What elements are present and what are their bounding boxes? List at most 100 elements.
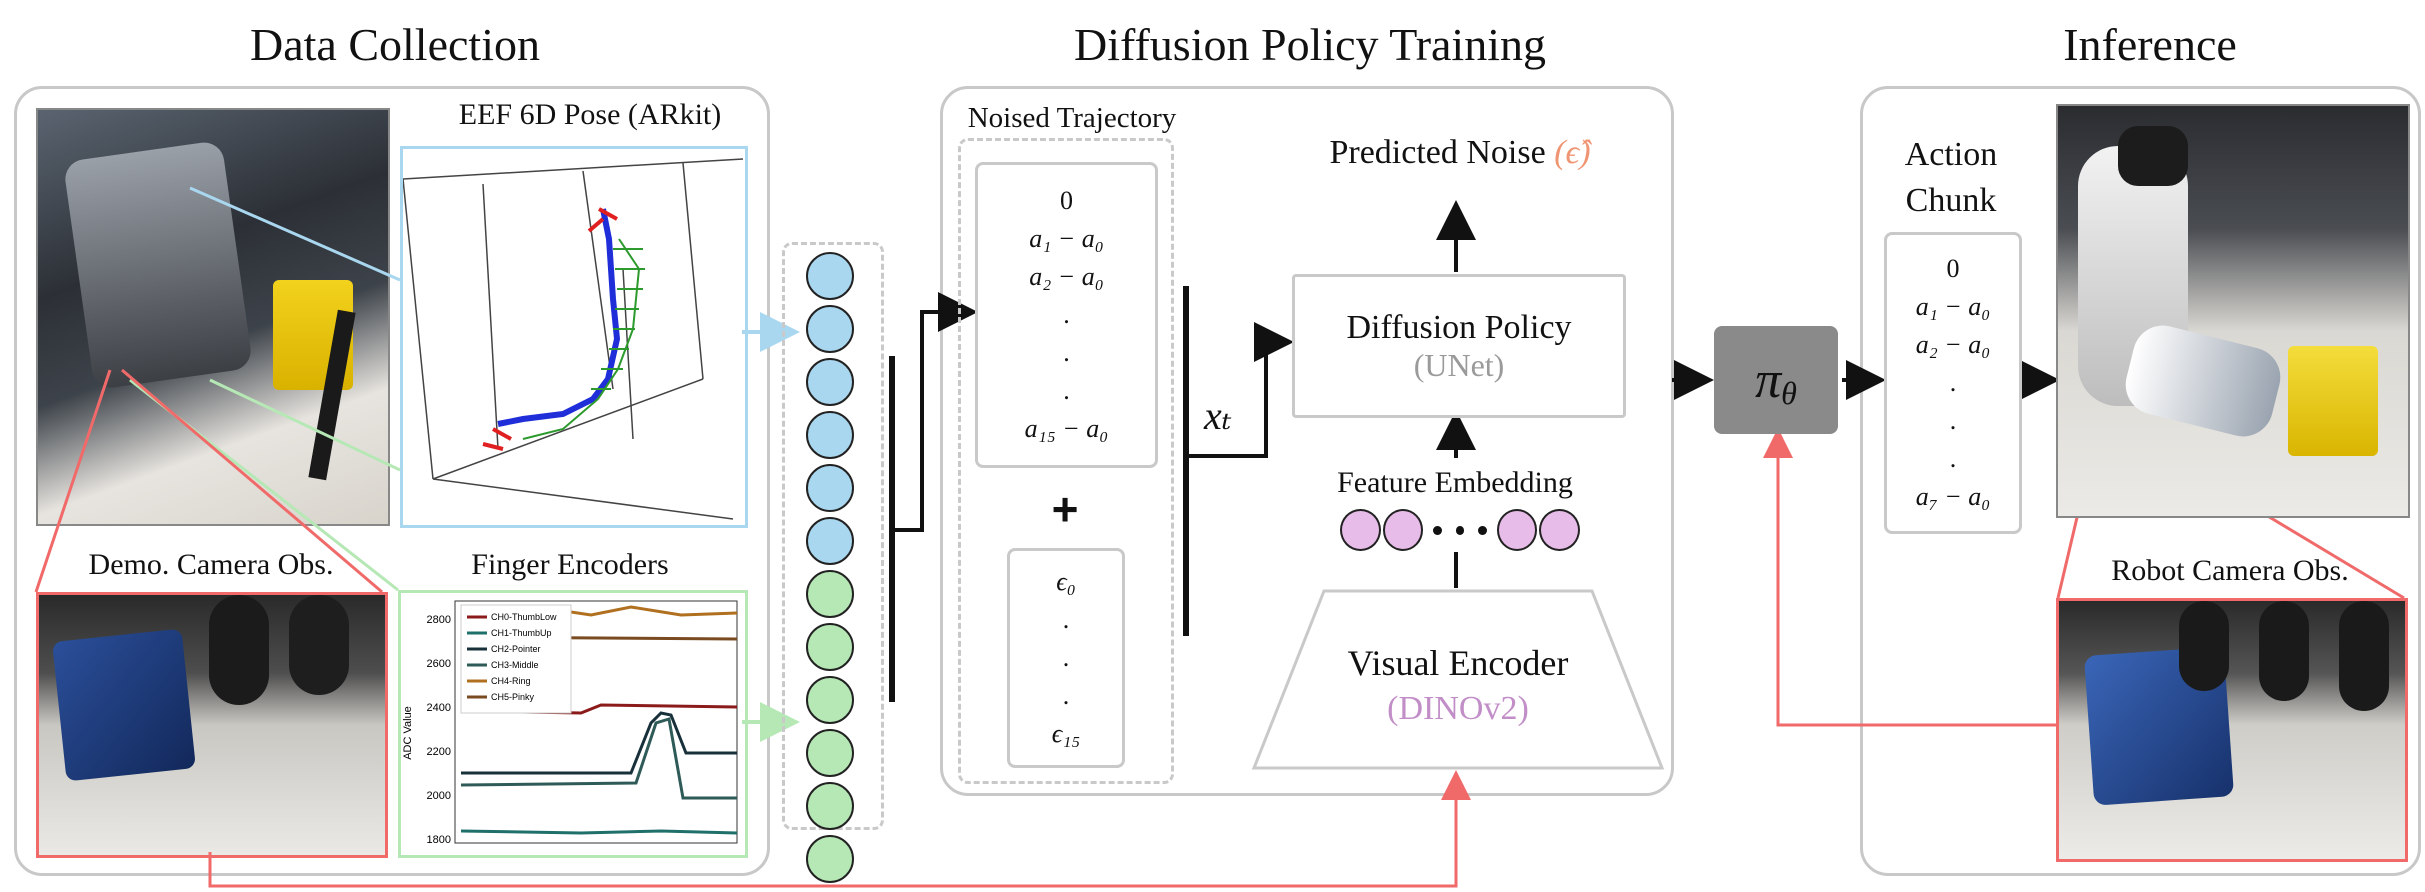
token-blue bbox=[806, 411, 854, 459]
ellipsis-dot bbox=[1455, 525, 1465, 535]
legend-ch1: CH1-ThumbUp bbox=[491, 628, 552, 638]
token-stack bbox=[806, 252, 854, 888]
noise-box: ϵ₀ . . . ϵ₁₅ bbox=[1007, 548, 1125, 768]
encoder-chart-svg: ADC Value 2800 2600 2400 2200 2000 1800 … bbox=[402, 600, 738, 846]
ytick-2600: 2600 bbox=[427, 658, 451, 670]
legend-ch0: CH0-ThumbLow bbox=[491, 612, 557, 622]
hand-device-shape bbox=[62, 139, 254, 391]
pi-subscript: θ bbox=[1781, 374, 1797, 411]
ytick-1800: 1800 bbox=[427, 834, 451, 846]
noise-dot-1: . bbox=[1062, 605, 1070, 634]
legend-ch3: CH3-Middle bbox=[491, 660, 539, 670]
traj-dot-3: . bbox=[1063, 376, 1070, 405]
token-blue bbox=[806, 517, 854, 565]
token-green bbox=[806, 835, 854, 883]
diffusion-policy-title: Diffusion Policy bbox=[1346, 308, 1572, 346]
noise-dot-3: . bbox=[1062, 681, 1070, 710]
robot-hand-shape bbox=[2119, 319, 2287, 443]
token-green bbox=[806, 623, 854, 671]
eef-pose-label: EEF 6D Pose (ARkit) bbox=[458, 98, 722, 131]
section-title-data-collection: Data Collection bbox=[250, 19, 540, 70]
action-chunk-label-1: Action bbox=[1904, 136, 1998, 173]
section-title-inference: Inference bbox=[2063, 19, 2237, 70]
chunk-item-7: a₇ − a₀ bbox=[1915, 482, 1991, 511]
section-title-training: Diffusion Policy Training bbox=[1074, 19, 1546, 70]
encoder-legend: CH0-ThumbLow CH1-ThumbUp CH2-Pointer CH3… bbox=[467, 612, 557, 702]
series-ch1-thumbup bbox=[460, 829, 738, 835]
chunk-dot-3: . bbox=[1949, 444, 1957, 473]
robot-head-shape bbox=[2118, 126, 2188, 186]
encoder-chart-yticks: 2800 2600 2400 2200 2000 1800 bbox=[427, 614, 451, 846]
diffusion-policy-box: Diffusion Policy (UNet) bbox=[1292, 274, 1626, 418]
feature-token-row bbox=[1340, 508, 1580, 552]
predicted-noise-symbol: (ϵ̂) bbox=[1554, 134, 1591, 171]
token-green bbox=[806, 676, 854, 724]
noise-item-0: ϵ₀ bbox=[1056, 567, 1076, 596]
predicted-noise-label: Predicted Noise (ϵ̂) bbox=[1290, 134, 1630, 172]
chunk-dot-1: . bbox=[1949, 368, 1957, 397]
feature-token bbox=[1340, 509, 1381, 551]
trajectory-blue bbox=[497, 208, 621, 427]
finger-shape-2 bbox=[289, 595, 349, 695]
token-blue bbox=[806, 464, 854, 512]
blue-block-shape bbox=[52, 628, 196, 782]
demo-hand-photo bbox=[36, 108, 390, 526]
robot-yellow-cup-shape bbox=[2288, 346, 2378, 456]
token-green bbox=[806, 729, 854, 777]
token-blue bbox=[806, 358, 854, 406]
trajectory-green bbox=[522, 238, 645, 440]
legend-ch4: CH4-Ring bbox=[491, 676, 531, 686]
feature-embedding-label: Feature Embedding bbox=[1337, 466, 1573, 499]
ytick-2000: 2000 bbox=[427, 790, 451, 802]
token-green bbox=[806, 782, 854, 830]
noise-dot-2: . bbox=[1062, 643, 1070, 672]
feature-token bbox=[1539, 509, 1580, 551]
plus-sign: + bbox=[1051, 483, 1079, 535]
eef-trajectory-svg bbox=[402, 158, 744, 520]
finger-shape-1 bbox=[209, 595, 269, 705]
ellipsis-dot bbox=[1433, 525, 1442, 535]
feature-token bbox=[1496, 509, 1538, 551]
ytick-2800: 2800 bbox=[427, 614, 451, 626]
traj-item-1: a₁ − a₀ bbox=[1029, 224, 1104, 253]
robot-camera-label: Robot Camera Obs. bbox=[2111, 554, 2349, 587]
xt-label: xₜ bbox=[1204, 393, 1232, 438]
traj-item-15: a₁₅ − a₀ bbox=[1024, 414, 1109, 443]
action-chunk-box: 0 a₁ − a₀ a₂ − a₀ . . . a₇ − a₀ bbox=[1884, 232, 2022, 534]
ellipsis-dot bbox=[1478, 525, 1487, 535]
legend-ch2: CH2-Pointer bbox=[491, 644, 541, 654]
visual-encoder-title: Visual Encoder bbox=[1347, 643, 1569, 683]
visual-encoder-arch: (DINOv2) bbox=[1387, 690, 1529, 727]
noise-item-15: ϵ₁₅ bbox=[1051, 719, 1081, 748]
finger-encoders-label: Finger Encoders bbox=[471, 548, 669, 581]
noised-trajectory-group bbox=[958, 138, 1174, 784]
demo-camera-photo bbox=[36, 592, 388, 858]
ytick-2400: 2400 bbox=[427, 702, 451, 714]
encoder-legend-box bbox=[460, 604, 572, 714]
chunk-item-1: a₁ − a₀ bbox=[1915, 292, 1991, 321]
robot-camera-photo bbox=[2056, 598, 2408, 862]
traj-item-0: 0 bbox=[1060, 186, 1073, 215]
ytick-2200: 2200 bbox=[427, 746, 451, 758]
series-ch3-middle bbox=[460, 717, 737, 800]
chunk-item-0: 0 bbox=[1946, 254, 1960, 283]
visual-encoder-trapezoid bbox=[1251, 589, 1665, 770]
robot-finger-shape-3 bbox=[2339, 601, 2389, 711]
series-ch2-pointer bbox=[461, 711, 737, 775]
diffusion-policy-arch: (UNet) bbox=[1413, 346, 1505, 383]
trajectory-red bbox=[482, 207, 618, 451]
encoder-chart-ylabel: ADC Value bbox=[402, 706, 414, 760]
chunk-item-2: a₂ − a₀ bbox=[1915, 330, 1991, 359]
robot-finger-shape-1 bbox=[2179, 601, 2229, 691]
token-blue bbox=[806, 305, 854, 353]
legend-ch5: CH5-Pinky bbox=[491, 692, 535, 702]
traj-dot-1: . bbox=[1063, 300, 1070, 329]
chunk-dot-2: . bbox=[1949, 406, 1957, 435]
token-green bbox=[806, 570, 854, 618]
feature-token bbox=[1382, 509, 1424, 551]
noised-trajectory-label: Noised Trajectory bbox=[967, 102, 1177, 134]
traj-item-2: a₂ − a₀ bbox=[1029, 262, 1104, 291]
eef-pose-plot bbox=[400, 146, 748, 528]
robot-finger-shape-2 bbox=[2259, 601, 2309, 701]
